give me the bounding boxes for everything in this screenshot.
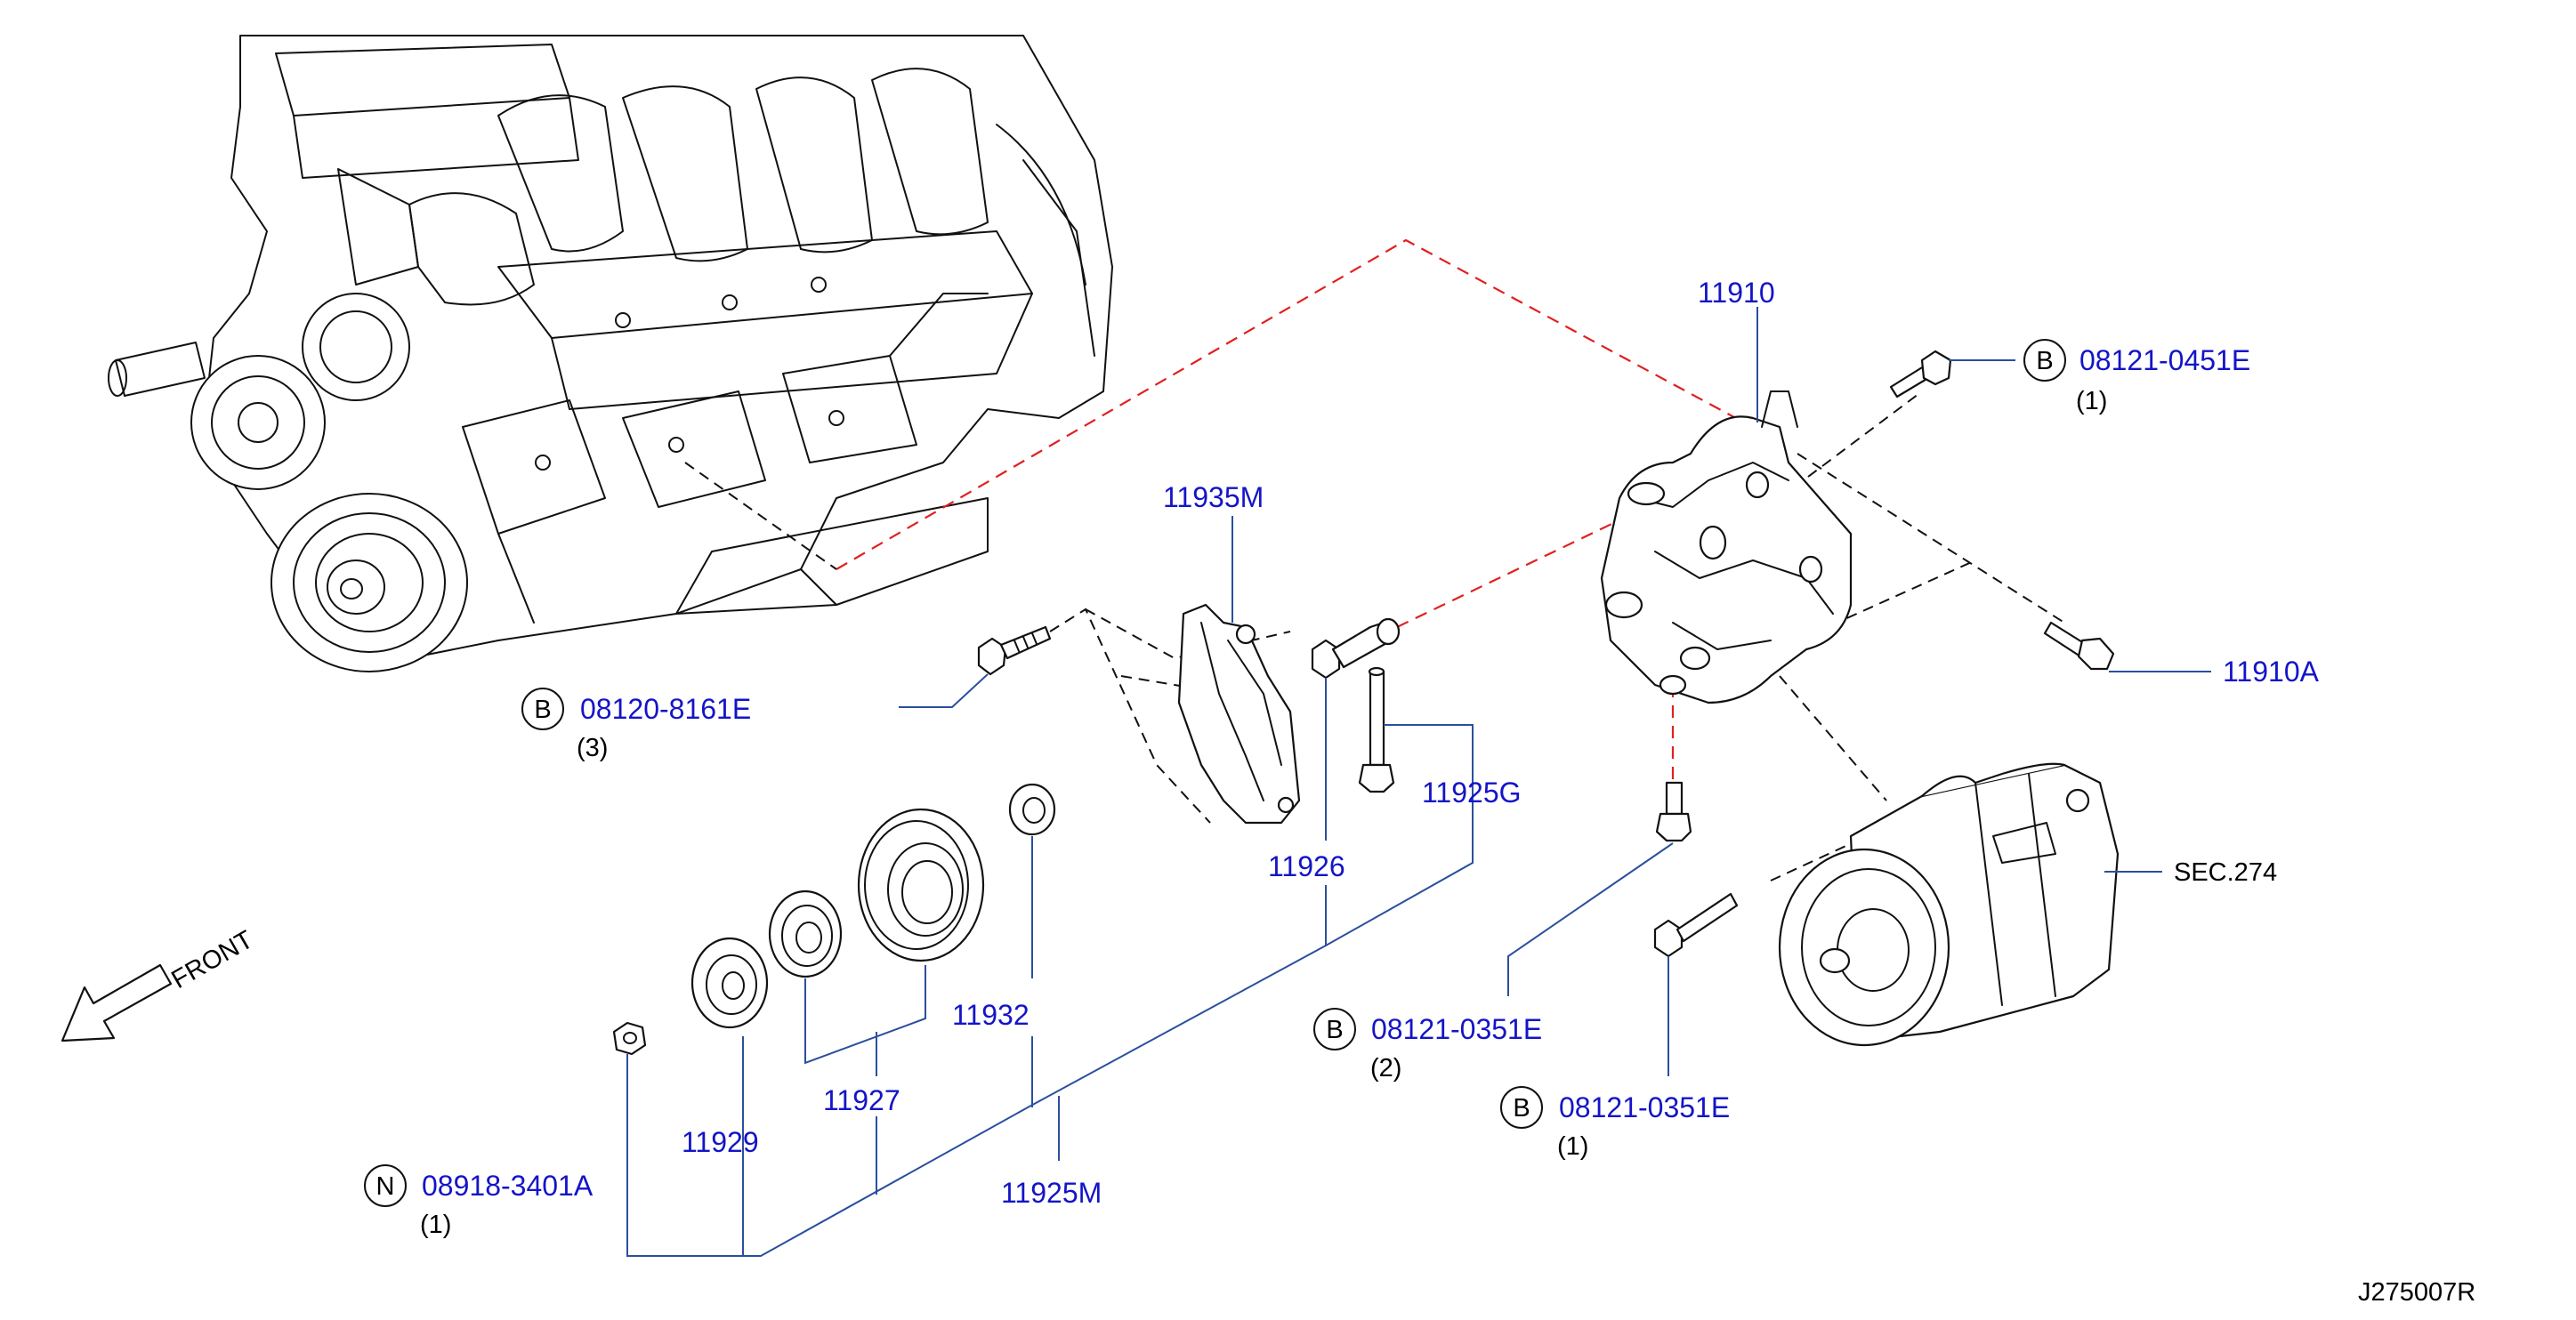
fastener-part-number: 08121-0451E (2079, 344, 2250, 376)
label-11910: 11910 (1698, 277, 1775, 309)
badge-letter: B (1513, 1094, 1530, 1123)
fastener-08120-8161E: B 08120-8161E (3) (521, 688, 751, 762)
badge-letter: B (1326, 1016, 1343, 1044)
fastener-quantity: (1) (1557, 1132, 1588, 1161)
long-bolt-11925G (1358, 666, 1395, 793)
bolt-08121-0351E-a (1655, 781, 1692, 842)
diagram-code: J275007R (2358, 1278, 2475, 1307)
nut-08918-3401A (612, 1021, 647, 1056)
fastener-08121-0451E: B 08121-0451E (1) (2023, 339, 2250, 415)
callout-labels: 11910 11910A 11935M 11925G 11926 11932 1… (682, 277, 2475, 1307)
pulley-plate-11929 (690, 937, 769, 1029)
engine-illustration (108, 35, 1113, 672)
fastener-quantity: (1) (420, 1211, 451, 1239)
leader-lines (626, 307, 2211, 1257)
fastener-08121-0351E-qty1: B 08121-0351E (1) (1500, 1086, 1730, 1161)
badge-letter: N (376, 1172, 395, 1201)
ac-compressor (1778, 762, 2120, 1047)
fastener-part-number: 08918-3401A (422, 1170, 594, 1202)
spacer-11932 (1008, 783, 1056, 836)
bearing-11927 (768, 889, 843, 978)
fastener-08918-3401A: N 08918-3401A (1) (364, 1164, 594, 1239)
compressor-bracket (1600, 390, 1853, 704)
bolt-08121-0451E (1889, 350, 1952, 398)
label-11932: 11932 (952, 999, 1030, 1031)
fastener-08121-0351E-qty2: B 08121-0351E (2) (1313, 1008, 1542, 1083)
fastener-quantity: (1) (2076, 387, 2107, 415)
label-11929: 11929 (682, 1126, 759, 1158)
bolt-11910A (2043, 621, 2115, 671)
label-sec-274: SEC.274 (2174, 858, 2277, 887)
fastener-part-number: 08120-8161E (580, 693, 751, 725)
bolt-08120-8161E (977, 625, 1052, 676)
label-11925G: 11925G (1422, 777, 1522, 809)
label-11910A: 11910A (2223, 656, 2320, 688)
front-label: FRONT (167, 925, 259, 994)
label-11926: 11926 (1268, 850, 1345, 882)
idler-bolt-11926 (1311, 617, 1401, 680)
fastener-part-number: 08121-0351E (1559, 1091, 1730, 1123)
idler-bracket (1177, 603, 1301, 825)
badge-letter: B (2036, 347, 2053, 375)
label-11925M: 11925M (1001, 1177, 1102, 1209)
fastener-quantity: (2) (1370, 1054, 1401, 1083)
idler-pulley (857, 808, 985, 962)
label-11935M: 11935M (1163, 481, 1264, 513)
badge-letter: B (534, 696, 551, 724)
fastener-quantity: (3) (577, 734, 608, 762)
fastener-part-number: 08121-0351E (1371, 1013, 1542, 1045)
bolt-08121-0351E-b (1653, 892, 1739, 958)
front-direction-arrow-icon (61, 963, 173, 1042)
label-11927: 11927 (823, 1084, 900, 1116)
